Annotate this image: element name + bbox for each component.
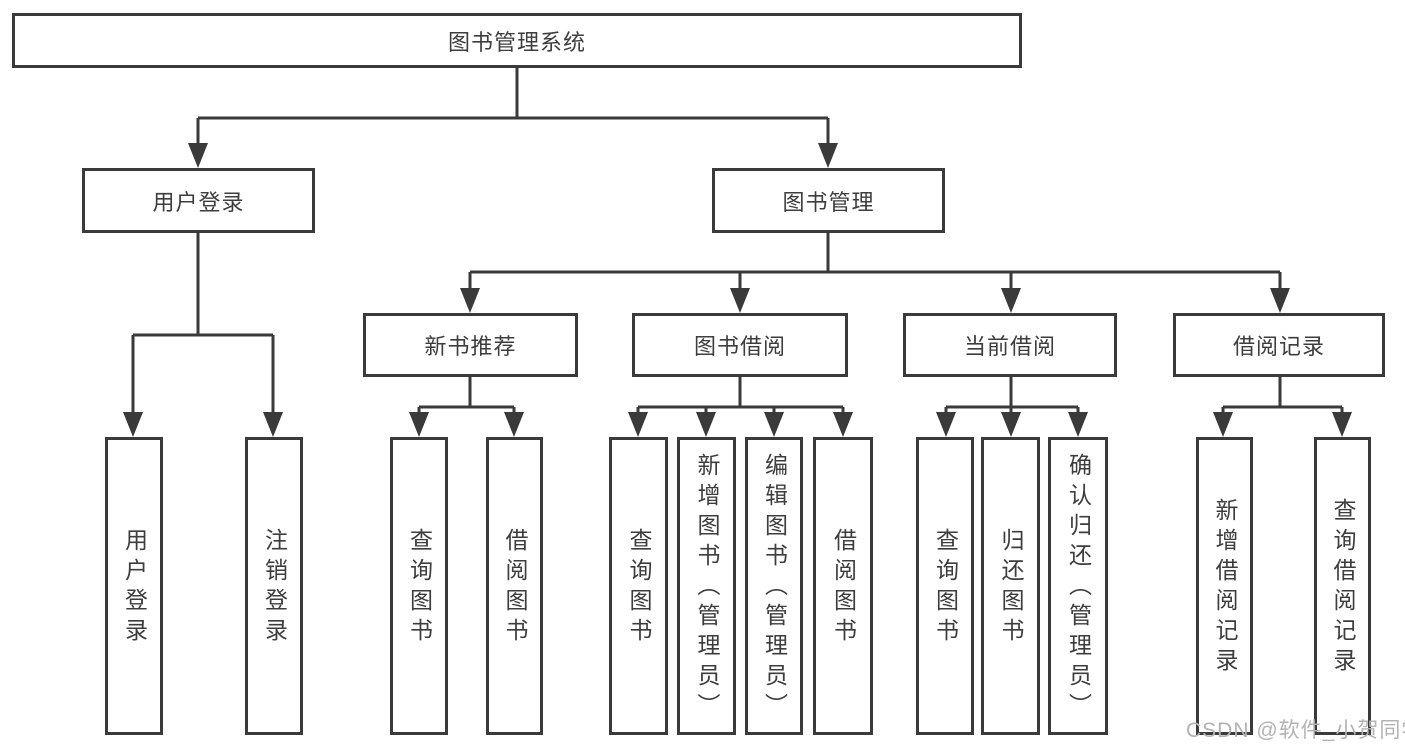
connector-borrowrecords-to-leaves	[1221, 377, 1344, 414]
arrowhead	[504, 412, 524, 437]
arrowhead	[188, 143, 208, 168]
leaf-add-book-admin: 新增图书（管理员）	[677, 437, 736, 735]
connector-userlogin-to-leaves	[131, 233, 275, 414]
leaf-user-login: 用户登录	[105, 437, 163, 735]
leaf-query-borrow-record: 查询借阅记录	[1314, 437, 1371, 735]
arrowhead	[730, 288, 750, 313]
leaf-query-book-1: 查询图书	[390, 437, 448, 735]
arrowhead	[1068, 412, 1088, 437]
node-book-borrow: 图书借阅	[632, 313, 848, 377]
connector-root-to-level2	[196, 68, 830, 145]
arrowhead	[628, 412, 648, 437]
leaf-borrow-book-2: 借阅图书	[813, 437, 873, 735]
connector-bookmgmt-to-level3	[468, 233, 1282, 290]
connector-newbook-to-leaves	[417, 377, 516, 414]
leaf-confirm-return-admin: 确认归还（管理员）	[1048, 437, 1108, 735]
arrowhead	[1213, 412, 1233, 437]
leaf-add-borrow-record: 新增借阅记录	[1196, 437, 1253, 735]
arrowhead	[1001, 288, 1021, 313]
connector-bookborrow-to-leaves	[636, 377, 845, 414]
node-borrow-records: 借阅记录	[1173, 313, 1385, 377]
arrowhead	[1270, 288, 1290, 313]
node-new-book-recommend: 新书推荐	[363, 313, 578, 377]
leaf-return-book: 归还图书	[981, 437, 1040, 735]
leaf-logout: 注销登录	[245, 437, 303, 735]
arrowhead	[818, 143, 838, 168]
arrowhead	[1001, 412, 1021, 437]
arrowhead	[409, 412, 429, 437]
arrowhead	[123, 412, 143, 437]
node-book-management: 图书管理	[712, 168, 945, 233]
arrowhead	[696, 412, 716, 437]
arrowhead	[460, 288, 480, 313]
leaf-borrow-book-1: 借阅图书	[486, 437, 543, 735]
arrowhead	[936, 412, 956, 437]
connector-currentborrow-to-leaves	[944, 377, 1080, 414]
node-current-borrow: 当前借阅	[903, 313, 1117, 377]
arrowhead	[263, 412, 283, 437]
arrowhead	[1332, 412, 1352, 437]
arrowhead	[764, 412, 784, 437]
node-user-login: 用户登录	[82, 168, 315, 233]
arrowhead	[833, 412, 853, 437]
leaf-edit-book-admin: 编辑图书（管理员）	[745, 437, 803, 735]
node-root: 图书管理系统	[12, 13, 1022, 68]
leaf-query-book-3: 查询图书	[916, 437, 974, 735]
leaf-query-book-2: 查询图书	[609, 437, 668, 735]
